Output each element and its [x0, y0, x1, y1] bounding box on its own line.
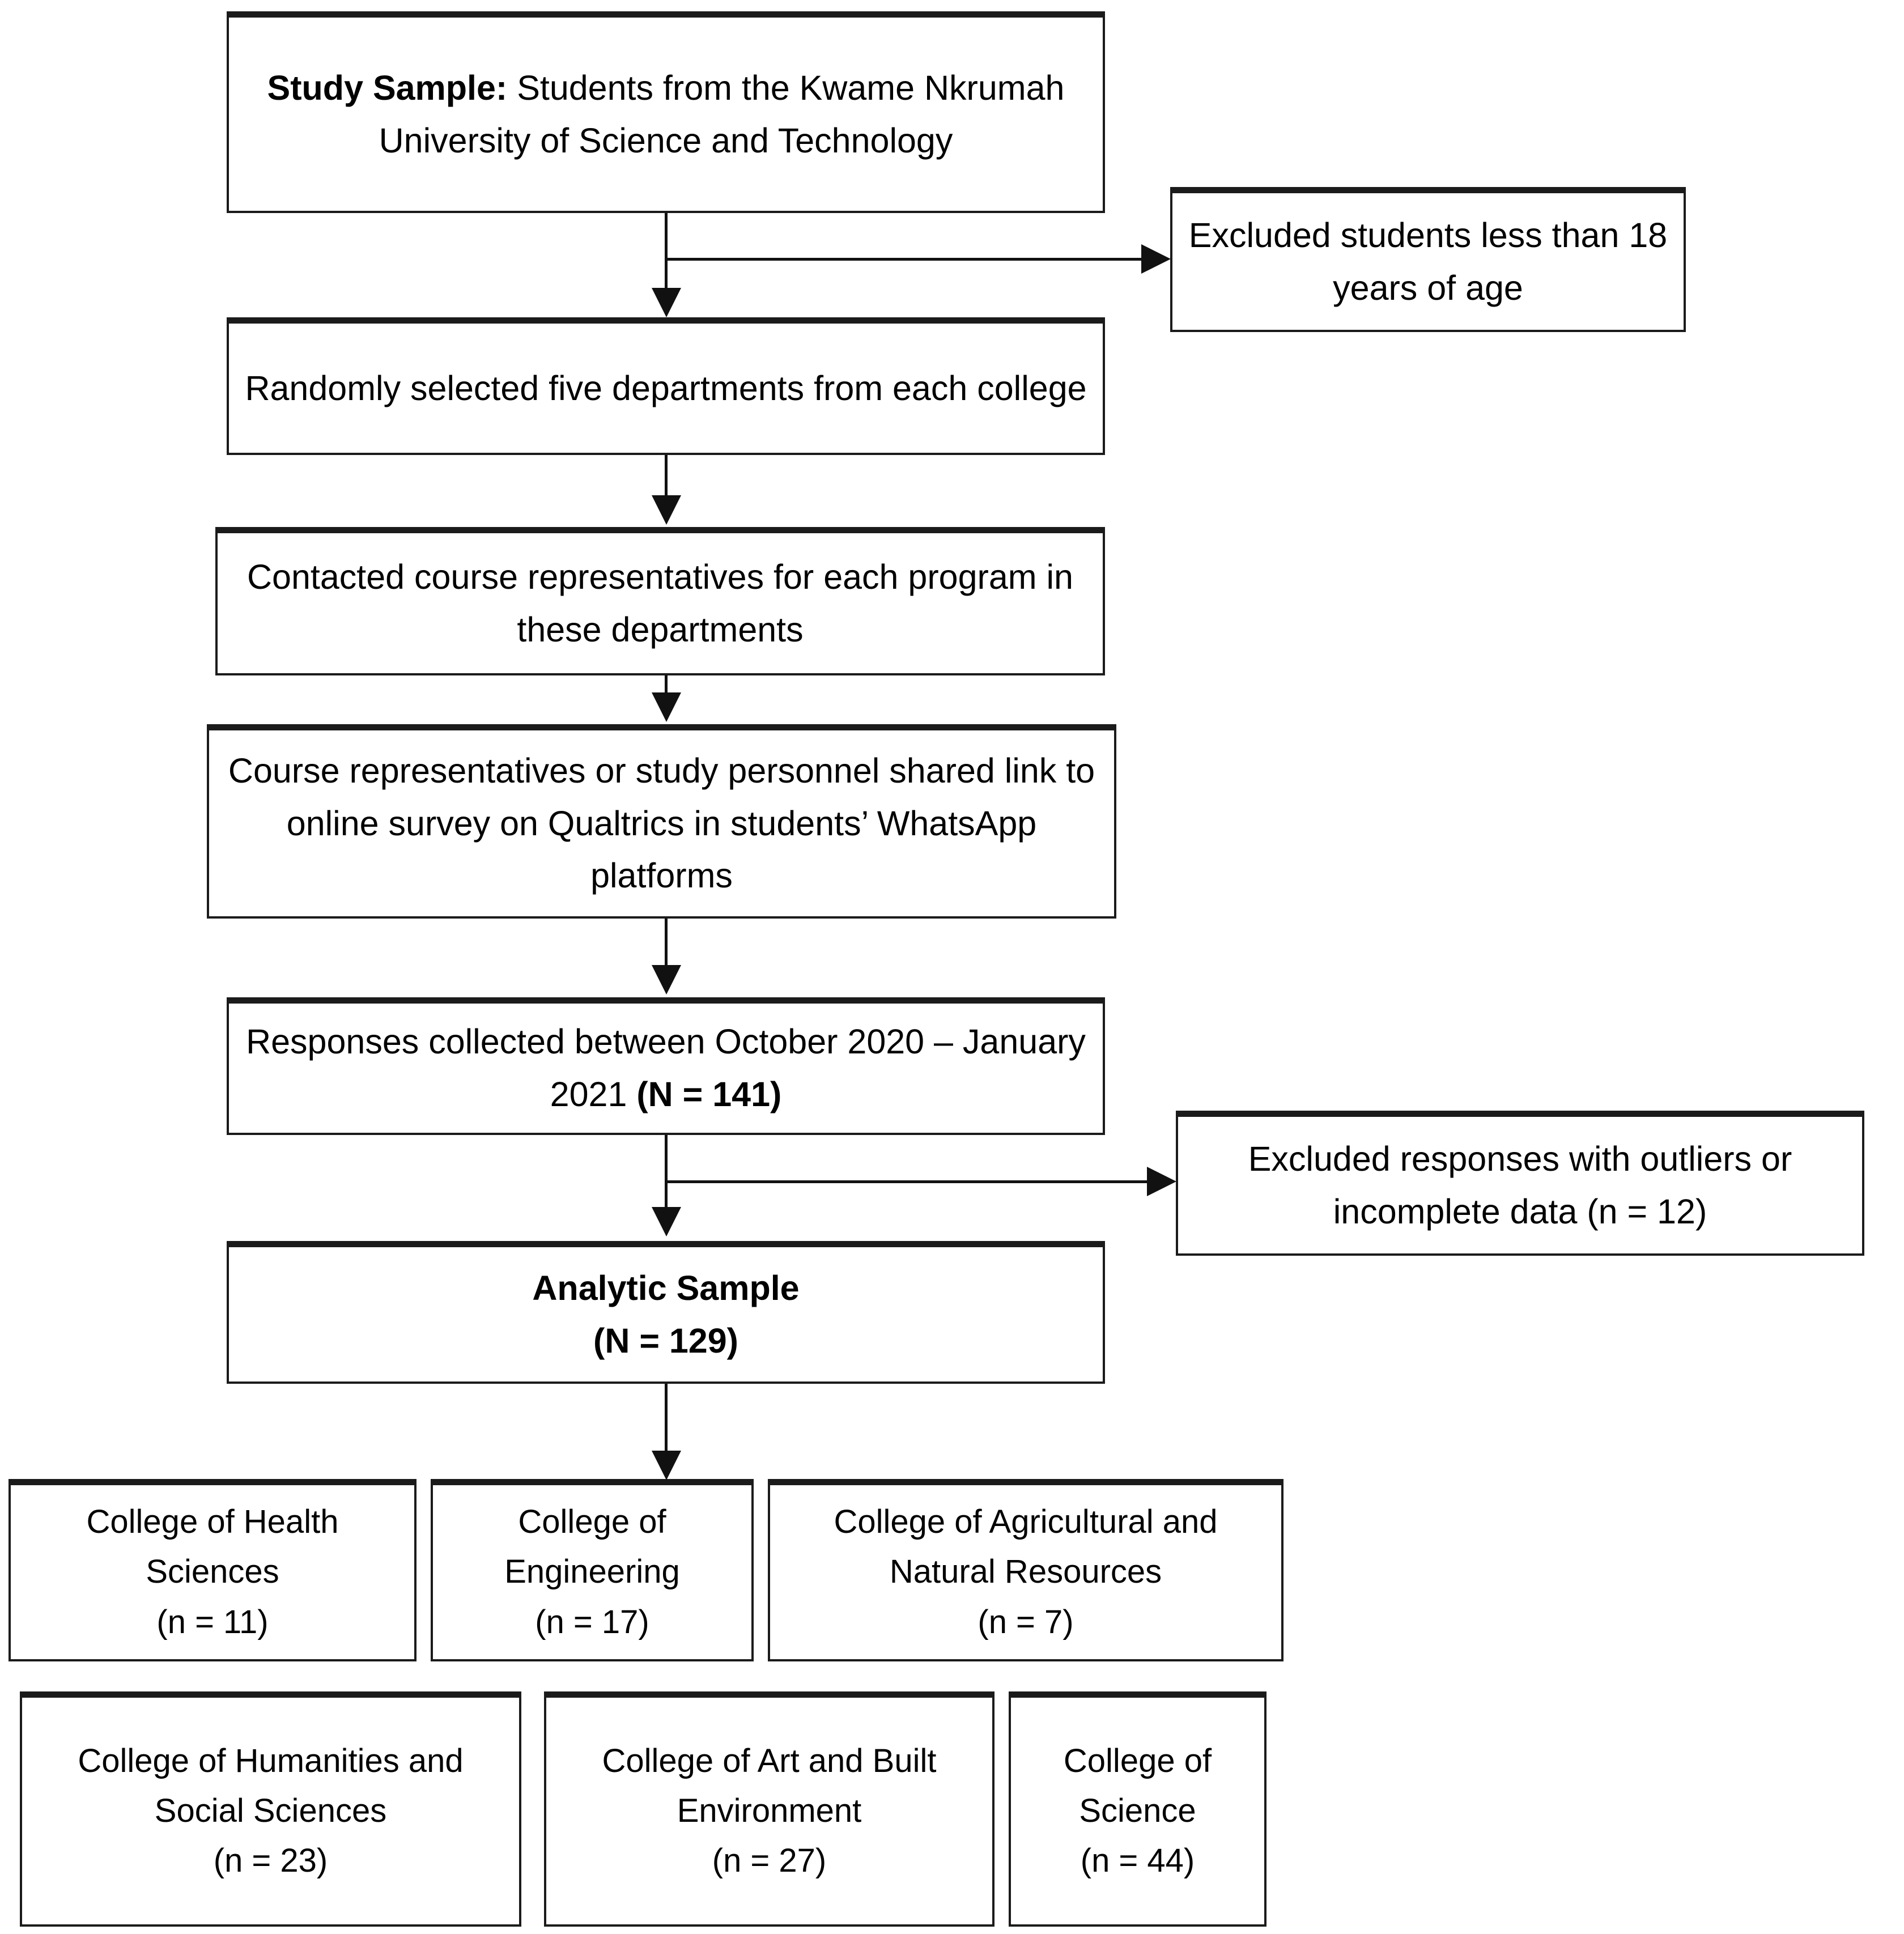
college-art-built-count: (n = 27)	[712, 1842, 827, 1880]
connector-shared-to-responses	[665, 919, 668, 968]
node-study-sample: Study Sample: Students from the Kwame Nk…	[227, 11, 1105, 213]
college-science-count: (n = 44)	[1080, 1842, 1195, 1880]
shared-link-label: Course representatives or study personne…	[228, 751, 1095, 895]
college-health-sciences-name: College of Health Sciences	[86, 1503, 339, 1591]
connector-responses-to-analytic	[665, 1135, 668, 1212]
college-engineering-count: (n = 17)	[535, 1603, 649, 1640]
node-college-health-sciences: College of Health Sciences (n = 11)	[8, 1479, 416, 1661]
node-excluded-outliers: Excluded responses with outliers or inco…	[1176, 1111, 1864, 1256]
contacted-reps-label: Contacted course representatives for eac…	[247, 557, 1073, 649]
connector-random-to-contacted	[665, 455, 668, 499]
arrow-down-icon-analytic-to-colleges	[652, 1451, 681, 1480]
node-college-humanities: College of Humanities and Social Science…	[20, 1691, 521, 1927]
arrow-down-icon-contacted-to-shared	[652, 692, 681, 722]
connector-study-to-excluded-age	[665, 258, 1144, 261]
node-college-science: College of Science (n = 44)	[1009, 1691, 1266, 1927]
arrow-right-icon-excluded-age	[1141, 244, 1171, 274]
node-excluded-age: Excluded students less than 18 years of …	[1170, 187, 1686, 332]
college-agricultural-count: (n = 7)	[978, 1603, 1074, 1640]
node-shared-link: Course representatives or study personne…	[207, 724, 1116, 919]
arrow-down-icon-responses-to-analytic	[652, 1207, 681, 1236]
node-college-engineering: College of Engineering (n = 17)	[431, 1479, 754, 1661]
analytic-sample-title: Analytic Sample	[532, 1268, 800, 1307]
arrow-down-icon-shared-to-responses	[652, 965, 681, 994]
college-humanities-name: College of Humanities and Social Science…	[78, 1742, 464, 1829]
node-college-agricultural: College of Agricultural and Natural Reso…	[768, 1479, 1284, 1661]
arrow-down-icon-random-to-contacted	[652, 495, 681, 525]
college-humanities-count: (n = 23)	[213, 1842, 328, 1880]
arrow-down-icon-study-to-random	[652, 288, 681, 317]
connector-analytic-to-colleges	[665, 1384, 668, 1455]
node-analytic-sample: Analytic Sample (N = 129)	[227, 1241, 1105, 1384]
random-departments-label: Randomly selected five departments from …	[245, 368, 1087, 407]
college-science-name: College of Science	[1063, 1742, 1212, 1829]
study-sample-label-rest: Students from the Kwame Nkrumah Universi…	[379, 68, 1065, 160]
node-college-art-built: College of Art and Built Environment (n =…	[544, 1691, 994, 1927]
study-sample-label-bold: Study Sample:	[267, 68, 508, 107]
college-art-built-name: College of Art and Built Environment	[602, 1742, 937, 1829]
connector-study-to-random	[665, 213, 668, 292]
responses-collected-count: (N = 141)	[636, 1075, 782, 1113]
arrow-right-icon-excluded-outliers	[1147, 1167, 1176, 1196]
analytic-sample-count: (N = 129)	[593, 1321, 738, 1360]
node-random-departments: Randomly selected five departments from …	[227, 317, 1105, 455]
node-responses-collected: Responses collected between October 2020…	[227, 997, 1105, 1135]
responses-collected-label: Responses collected between October 2020…	[246, 1022, 1086, 1113]
responses-collected-text: Responses collected between October 2020…	[243, 1015, 1089, 1120]
study-sample-text: Study Sample: Students from the Kwame Nk…	[243, 62, 1089, 167]
connector-responses-to-excluded-outliers	[665, 1180, 1149, 1183]
college-health-sciences-count: (n = 11)	[156, 1603, 269, 1640]
connector-contacted-to-shared	[665, 675, 668, 694]
college-engineering-name: College of Engineering	[504, 1503, 680, 1591]
analytic-sample-text: Analytic Sample (N = 129)	[243, 1262, 1089, 1367]
excluded-age-label: Excluded students less than 18 years of …	[1188, 215, 1668, 307]
excluded-outliers-label: Excluded responses with outliers or inco…	[1248, 1139, 1792, 1231]
college-agricultural-name: College of Agricultural and Natural Reso…	[834, 1503, 1218, 1591]
node-contacted-reps: Contacted course representatives for eac…	[215, 527, 1105, 675]
